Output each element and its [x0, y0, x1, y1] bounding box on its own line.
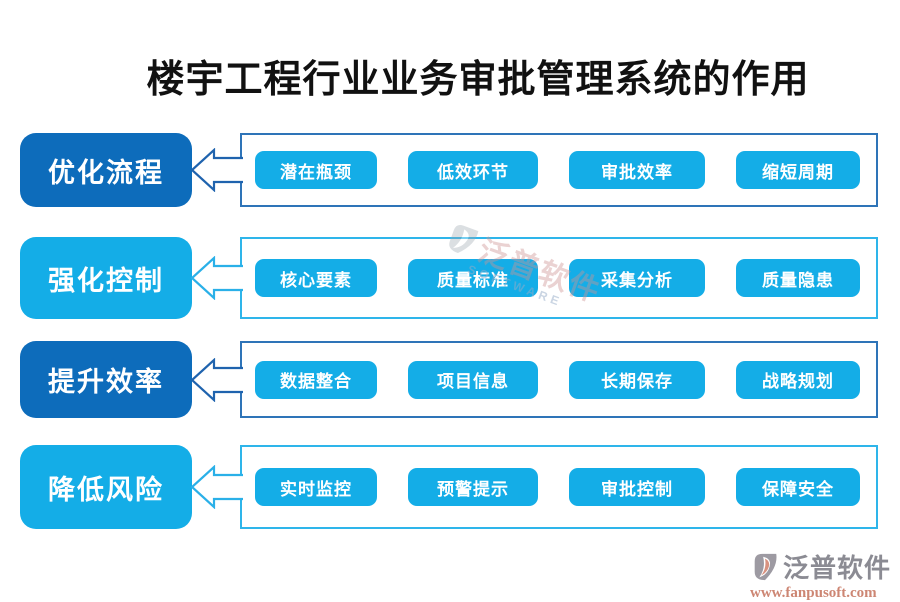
- category-box: 提升效率: [20, 341, 192, 418]
- benefit-pill: 审批效率: [569, 151, 705, 189]
- items-container: 数据整合 项目信息 长期保存 战略规划: [240, 341, 878, 418]
- benefit-pill: 质量标准: [408, 259, 538, 297]
- fanpu-logo-icon: [754, 553, 777, 580]
- items-container: 潜在瓶颈 低效环节 审批效率 缩短周期: [240, 133, 878, 207]
- arrow-left-icon: [190, 256, 243, 300]
- benefit-pill: 核心要素: [255, 259, 377, 297]
- benefit-pill: 潜在瓶颈: [255, 151, 377, 189]
- brand-footer: 泛普软件 www.fanpusoft.com: [750, 548, 890, 602]
- arrow-left-icon: [190, 357, 243, 402]
- benefit-row-improve-efficiency: 提升效率 数据整合 项目信息 长期保存 战略规划: [0, 341, 900, 418]
- items-container: 核心要素 质量标准 采集分析 质量隐患: [240, 237, 878, 319]
- benefit-pill: 低效环节: [408, 151, 538, 189]
- benefit-pill: 保障安全: [736, 468, 860, 506]
- brand-url: www.fanpusoft.com: [750, 585, 877, 601]
- benefit-row-strengthen-control: 强化控制 核心要素 质量标准 采集分析 质量隐患: [0, 237, 900, 319]
- benefit-pill: 实时监控: [255, 468, 377, 506]
- benefit-pill: 项目信息: [408, 360, 538, 399]
- benefit-pill: 审批控制: [569, 468, 705, 506]
- items-container: 实时监控 预警提示 审批控制 保障安全: [240, 445, 878, 529]
- benefit-pill: 质量隐患: [736, 259, 860, 297]
- benefit-pill: 长期保存: [569, 360, 705, 399]
- benefit-row-reduce-risk: 降低风险 实时监控 预警提示 审批控制 保障安全: [0, 445, 900, 529]
- category-box: 优化流程: [20, 133, 192, 207]
- brand-name: 泛普软件: [783, 553, 892, 583]
- page-title: 楼宇工程行业业务审批管理系统的作用: [146, 59, 810, 101]
- benefit-pill: 采集分析: [569, 259, 705, 297]
- benefit-pill: 预警提示: [408, 468, 538, 506]
- arrow-left-icon: [190, 148, 243, 192]
- benefit-pill: 战略规划: [736, 360, 860, 399]
- arrow-left-icon: [190, 465, 243, 509]
- benefit-pill: 缩短周期: [736, 151, 860, 189]
- category-box: 强化控制: [20, 237, 192, 319]
- benefit-row-optimize-process: 优化流程 潜在瓶颈 低效环节 审批效率 缩短周期: [0, 133, 900, 207]
- benefit-pill: 数据整合: [255, 360, 377, 399]
- category-box: 降低风险: [20, 445, 192, 529]
